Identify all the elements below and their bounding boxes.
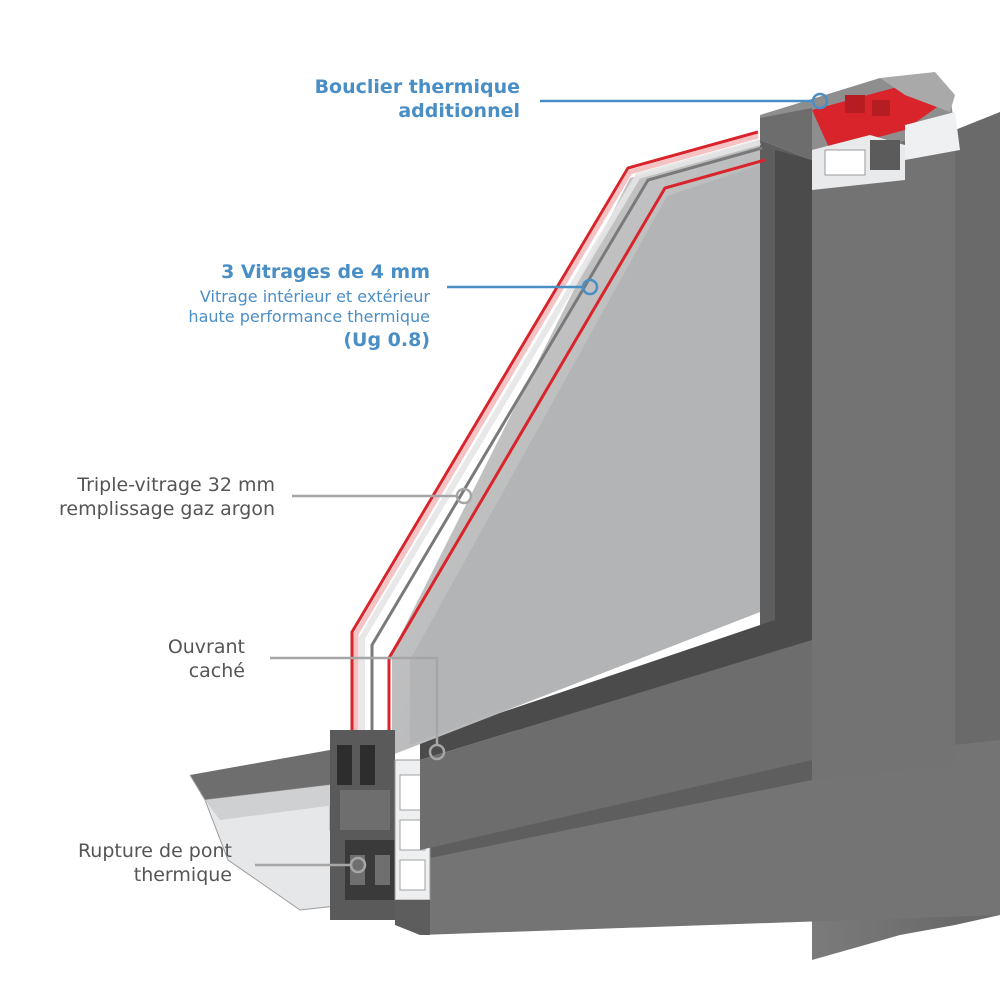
sash-line-1: Ouvrant	[167, 636, 245, 658]
glazing-marker	[581, 278, 599, 296]
outer-frame	[420, 112, 1000, 960]
glazing-unit	[350, 130, 766, 760]
triple-marker	[455, 487, 473, 505]
bottom-profile-section	[189, 640, 812, 935]
outer-gasket-line	[350, 130, 759, 735]
triple-line-1: Triple-vitrage 32 mm	[77, 474, 275, 496]
glazing-title: 3 Vitrages de 4 mm	[221, 261, 430, 283]
sash-marker	[428, 743, 446, 761]
shield-marker	[811, 92, 829, 110]
glazing-desc-1: Vitrage intérieur et extérieur	[199, 286, 430, 306]
top-profile-section	[760, 72, 960, 190]
break-marker	[349, 856, 367, 874]
sash-line-2: caché	[188, 659, 245, 682]
triple-line-2: remplissage gaz argon	[58, 497, 275, 520]
middle-pane-line	[370, 146, 763, 748]
glazing-callout: 3 Vitrages de 4 mm Vitrage intérieur et …	[130, 261, 430, 353]
sash-callout: Ouvrant caché	[100, 636, 245, 684]
glazing-ug-value: (Ug 0.8)	[343, 328, 430, 351]
shield-title-1: Bouclier thermique	[314, 76, 520, 98]
shield-callout: Bouclier thermique additionnel	[230, 76, 520, 124]
sash-leader	[270, 656, 439, 745]
glazing-desc-2: haute performance thermique	[188, 306, 430, 326]
shield-title-2: additionnel	[398, 99, 520, 122]
triple-callout: Triple-vitrage 32 mm remplissage gaz arg…	[0, 474, 275, 522]
thermal-break-callout: Rupture de pont thermique	[0, 840, 232, 888]
inner-gasket-line	[387, 158, 766, 760]
leader-lines	[255, 92, 829, 874]
thermal-shield-red	[812, 85, 940, 150]
break-line-1: Rupture de pont	[77, 840, 232, 862]
break-line-2: thermique	[133, 863, 232, 886]
